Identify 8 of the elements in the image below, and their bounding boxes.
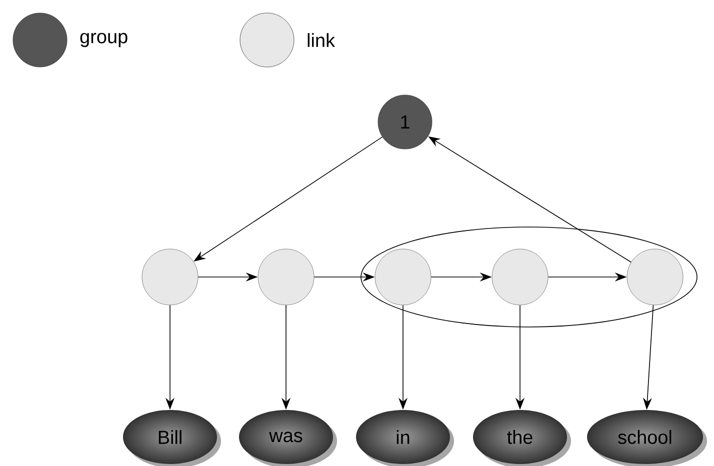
group-ellipse — [360, 226, 698, 328]
link-circle — [492, 248, 548, 306]
link-circle — [626, 248, 684, 306]
link-circle — [374, 248, 432, 306]
legend-label: group — [80, 32, 128, 48]
link-circle — [142, 248, 198, 306]
legend-label: link — [308, 33, 336, 47]
link-circle — [258, 248, 314, 306]
